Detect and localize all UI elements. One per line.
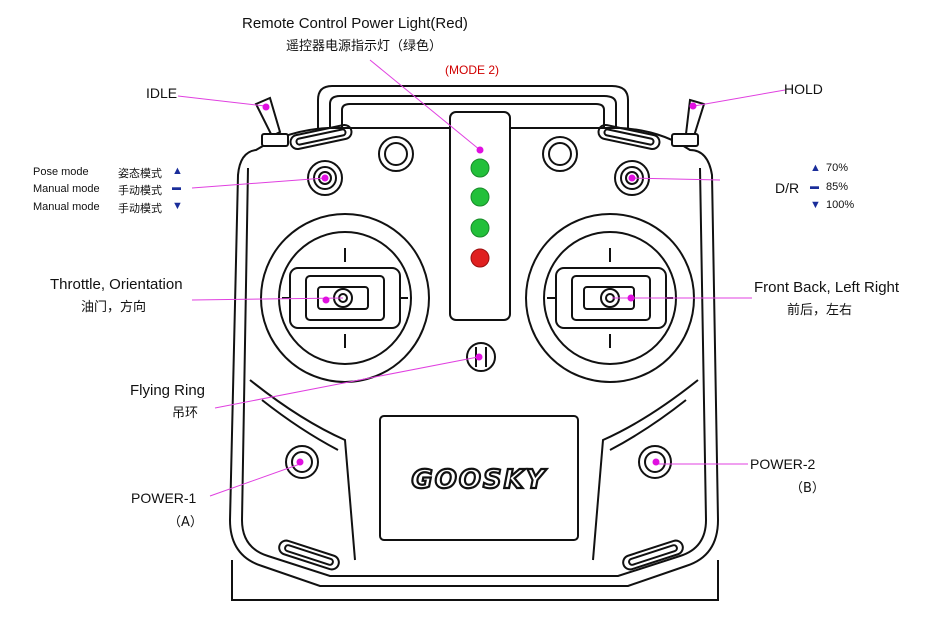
idle-switch-lever [254,96,289,147]
hold-label: HOLD [784,81,823,97]
hold-switch-lever [671,98,706,147]
mode-row-1-en: Pose mode [33,166,89,178]
callout-markers [262,102,697,466]
idle-label: IDLE [146,85,178,101]
dr-up-icon: ▲ [810,162,821,174]
left-stick-label: Throttle, Orientation [50,276,183,293]
power-light-subtitle: 遥控器电源指示灯（绿色） [286,39,443,54]
mode-row-2-zh: 手动模式 [118,184,162,197]
mode-row-2-en: Manual mode [33,183,100,195]
mode-down-icon: ▼ [172,200,183,212]
controller-body [228,127,720,601]
screen-panel [379,415,579,541]
right-stick [525,213,695,383]
left-stick-label-zh: 油门，方向 [81,300,147,315]
shoulder-slots [278,124,684,571]
led-green-3 [470,218,490,238]
dr-label: D/R [775,180,800,196]
power-1-label: POWER-1 [131,490,197,506]
mode-row-3-zh: 手动模式 [118,202,162,215]
dr-mid-icon: ▬ [810,181,819,191]
carry-handle [317,85,629,128]
dr-value-100: 100% [826,199,855,211]
left-stick [260,213,430,383]
mode-indicator: (MODE 2) [445,63,499,77]
top-left-knob [378,136,414,172]
mode-up-icon: ▲ [172,165,183,177]
right-stick-label: Front Back, Left Right [754,279,900,296]
top-right-knob [542,136,578,172]
led-green-1 [470,158,490,178]
mode-row-1-zh: 姿态模式 [118,167,162,180]
power-2-sub: （B） [790,481,825,496]
dr-down-icon: ▼ [810,199,821,211]
dr-value-85: 85% [826,181,849,193]
flying-ring-label-zh: 吊环 [172,406,199,421]
dr-value-70: 70% [826,162,849,174]
mode-mid-icon: ▬ [172,182,181,192]
right-stick-label-zh: 前后，左右 [787,303,853,318]
power-light-title: Remote Control Power Light(Red) [242,15,468,32]
brand-logo: GOOSKY [411,465,547,495]
led-green-2 [470,187,490,207]
power-1-sub: （A） [168,515,203,530]
leader-lines [177,59,786,497]
mode-row-3-en: Manual mode [33,201,100,213]
flying-ring-label: Flying Ring [130,382,206,399]
led-red [470,248,490,268]
power-2-label: POWER-2 [750,456,816,472]
led-panel [449,111,511,321]
